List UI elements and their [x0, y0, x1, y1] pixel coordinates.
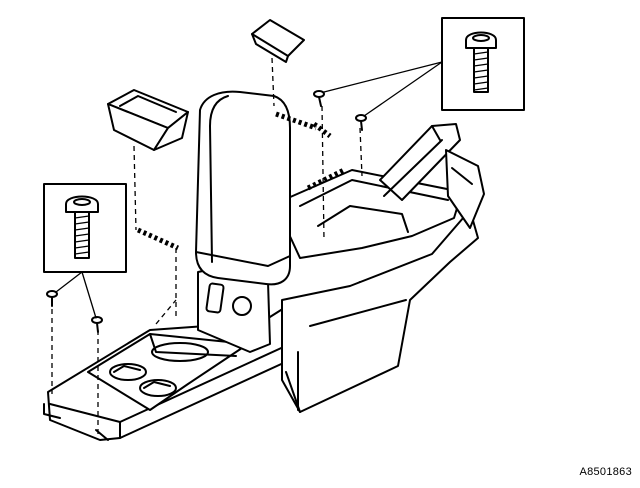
center-console [43, 123, 485, 441]
switch-slot [205, 282, 225, 314]
screw-detail-top-right [441, 17, 525, 111]
screw-detail-left [43, 183, 127, 273]
screw-icon [465, 31, 497, 93]
round-socket [232, 296, 252, 316]
rear-side-trim [445, 149, 485, 229]
screw-top-1 [313, 90, 325, 107]
screw-left-1 [46, 290, 58, 307]
installation-guides [51, 57, 363, 436]
leader-lines [55, 61, 443, 319]
screws-on-assembly [46, 90, 367, 333]
screw-left-2 [91, 316, 103, 333]
armrest-lid [195, 90, 291, 286]
console-side-panel [281, 209, 479, 413]
figure-reference-code: A8501863 [579, 466, 632, 478]
screw-top-2 [355, 114, 367, 131]
storage-tray [107, 89, 189, 151]
top-cover-clip [251, 19, 305, 63]
screw-icon [65, 195, 99, 259]
